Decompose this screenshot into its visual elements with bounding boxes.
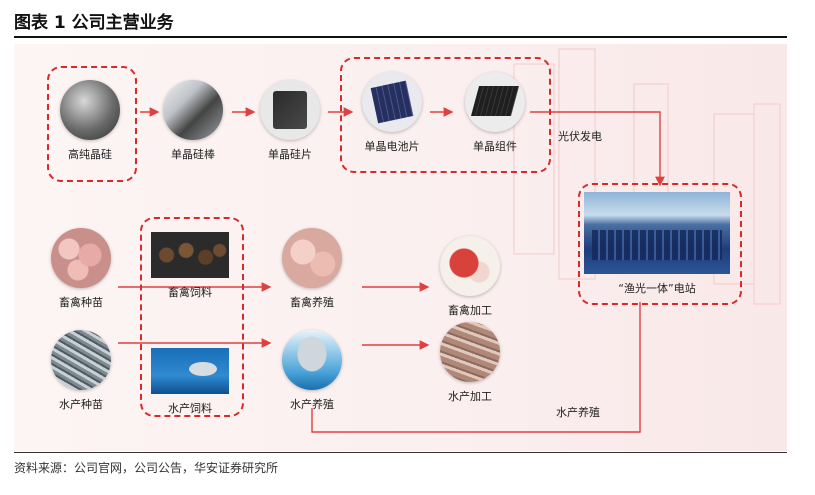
dashed-group-station bbox=[578, 183, 742, 305]
piglets-icon bbox=[51, 228, 111, 288]
jumping-fish-icon bbox=[282, 330, 342, 390]
node-mono-cell: 单晶电池片 bbox=[352, 72, 432, 154]
solar-module-icon bbox=[465, 72, 525, 132]
node-label: 水产饲料 bbox=[168, 402, 212, 415]
aqua-link-label: 水产养殖 bbox=[556, 406, 600, 419]
line-module-to-station bbox=[530, 111, 665, 187]
node-label: 畜禽加工 bbox=[448, 304, 492, 317]
feed-pellets-icon bbox=[151, 232, 229, 278]
source-rule bbox=[14, 452, 787, 453]
pv-station-photo bbox=[584, 192, 730, 274]
fish-feed-icon bbox=[151, 348, 229, 394]
silicon-ingot-icon bbox=[163, 80, 223, 140]
node-aqua-feed: 水产饲料 bbox=[150, 348, 230, 416]
dashed-group-feed bbox=[140, 217, 244, 417]
node-label: 单晶硅棒 bbox=[171, 148, 215, 161]
node-label: 单晶组件 bbox=[473, 140, 517, 153]
figure-title: 图表 1 公司主营业务 bbox=[14, 13, 174, 33]
node-aqua-processing: 水产加工 bbox=[430, 322, 510, 404]
node-label: 单晶硅片 bbox=[268, 148, 312, 161]
title-rule bbox=[14, 36, 787, 38]
node-mono-ingot: 单晶硅棒 bbox=[157, 80, 229, 162]
pigs-icon bbox=[282, 228, 342, 288]
node-livestock-seed: 畜禽种苗 bbox=[44, 228, 118, 310]
source-note: 资料来源：公司官网，公司公告，华安证券研究所 bbox=[14, 461, 279, 475]
node-label: 水产种苗 bbox=[59, 398, 103, 411]
node-label: 水产加工 bbox=[448, 390, 492, 403]
node-label: 水产养殖 bbox=[290, 398, 334, 411]
pv-output-label: 光伏发电 bbox=[558, 130, 602, 143]
node-mono-module: 单晶组件 bbox=[455, 72, 535, 154]
solar-cell-icon bbox=[362, 72, 422, 132]
node-label: 单晶电池片 bbox=[364, 140, 420, 153]
fish-slices-icon bbox=[440, 322, 500, 382]
line-aqua-to-station bbox=[311, 302, 641, 433]
node-label: “渔光一体”电站 bbox=[618, 282, 696, 295]
node-label: 畜禽饲料 bbox=[168, 286, 212, 299]
node-high-purity-silicon: 高纯晶硅 bbox=[54, 80, 126, 162]
meat-cuts-icon bbox=[440, 236, 500, 296]
fish-fry-icon bbox=[51, 330, 111, 390]
node-livestock-farming: 畜禽养殖 bbox=[272, 228, 352, 310]
node-label: 畜禽种苗 bbox=[59, 296, 103, 309]
silicon-chunks-icon bbox=[60, 80, 120, 140]
silicon-wafer-icon bbox=[260, 80, 320, 140]
node-label: 高纯晶硅 bbox=[68, 148, 112, 161]
node-aqua-farming: 水产养殖 bbox=[272, 330, 352, 412]
node-livestock-feed: 畜禽饲料 bbox=[150, 232, 230, 300]
dashed-group-high-purity-silicon bbox=[47, 66, 137, 182]
node-label: 畜禽养殖 bbox=[290, 296, 334, 309]
node-livestock-processing: 畜禽加工 bbox=[430, 236, 510, 318]
node-mono-wafer: 单晶硅片 bbox=[254, 80, 326, 162]
node-fishery-pv-station: “渔光一体”电站 bbox=[582, 192, 732, 296]
node-aqua-seed: 水产种苗 bbox=[44, 330, 118, 412]
dashed-group-cell-module bbox=[340, 57, 551, 173]
